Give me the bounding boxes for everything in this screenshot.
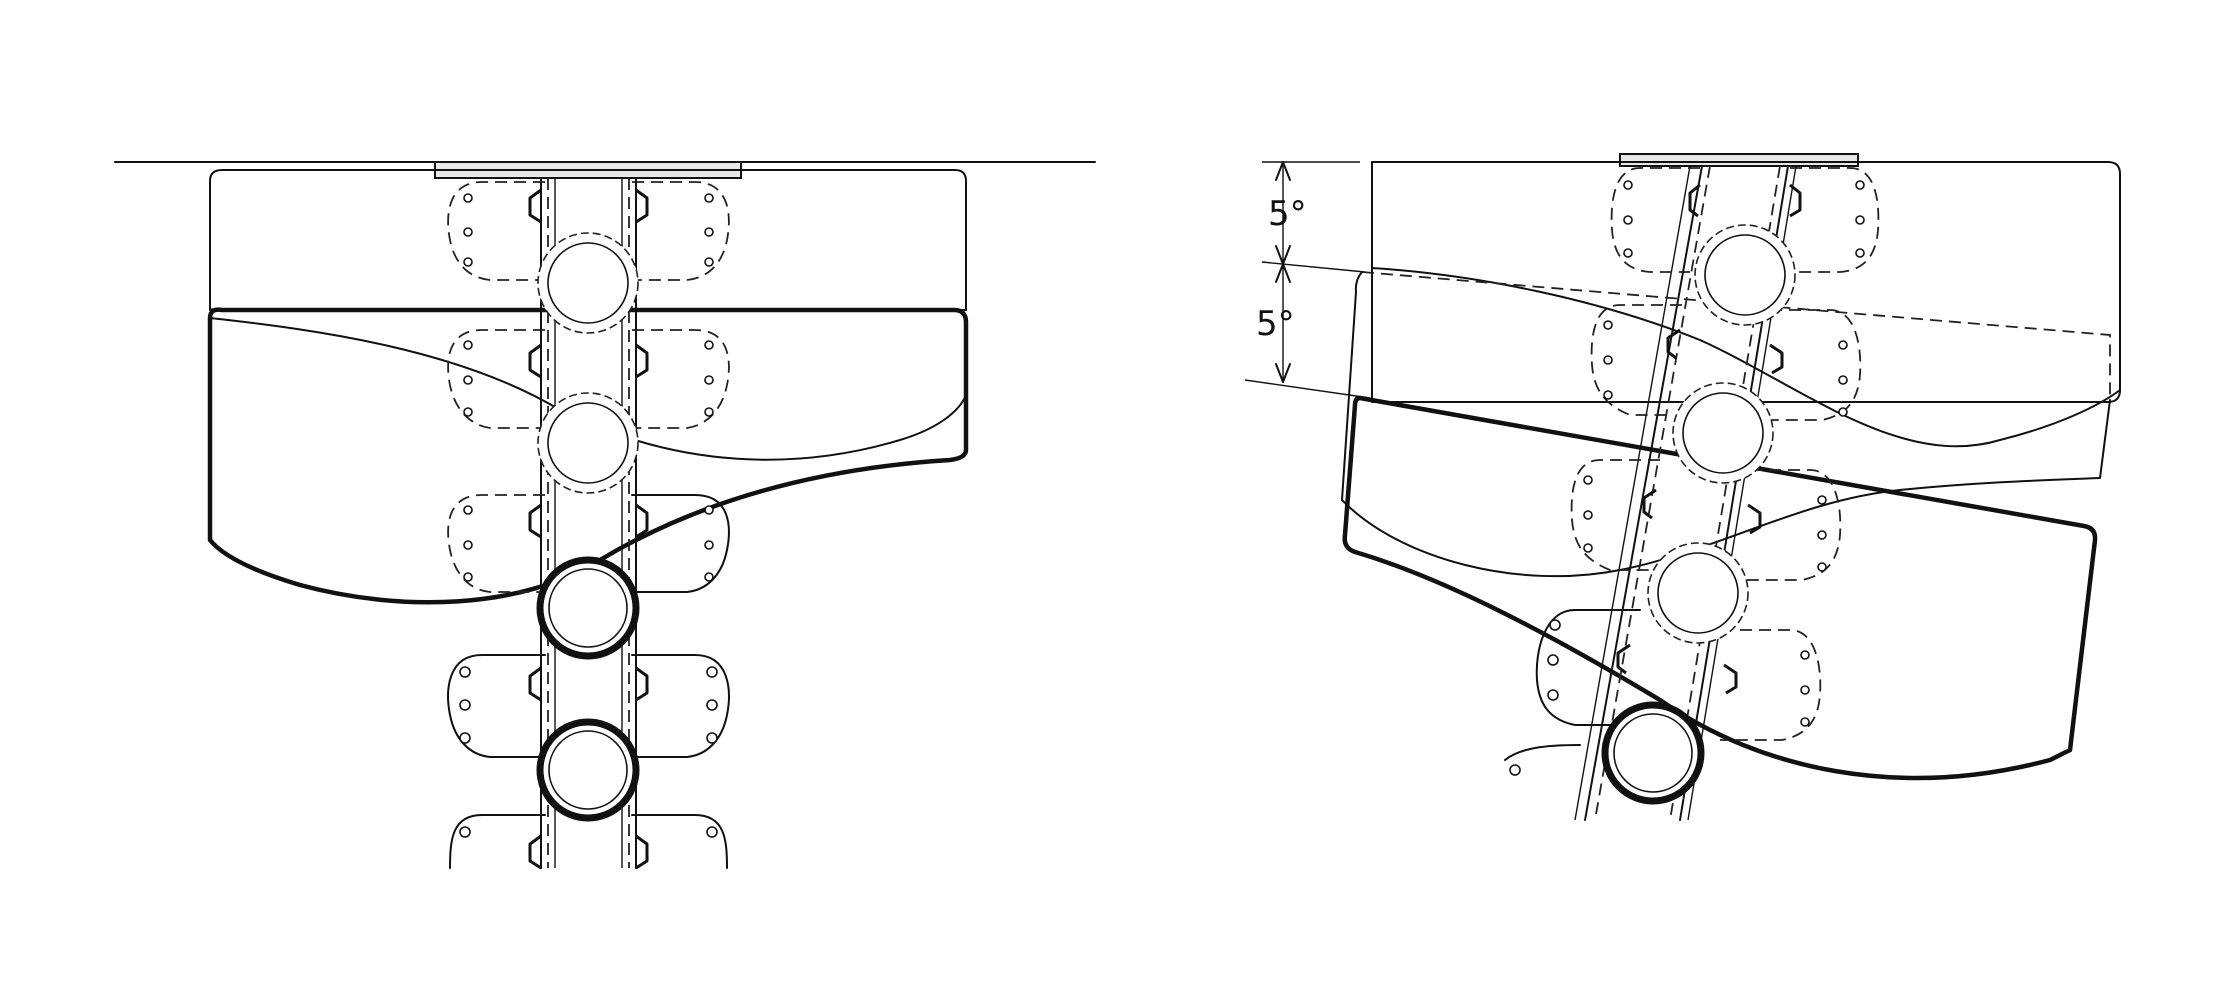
left-lobe-holes — [459, 193, 718, 838]
right-ghost-lobes — [1570, 167, 1880, 741]
left-view — [114, 161, 1096, 870]
right-ref-line-mid — [1261, 261, 1366, 273]
right-middle-tray — [1361, 271, 2111, 400]
left-rollers — [536, 232, 640, 822]
right-view: 5° 5° — [1244, 153, 2121, 821]
left-upper-tray — [209, 169, 967, 311]
left-brackets — [528, 188, 649, 870]
right-solid-lobe — [1535, 609, 1641, 726]
angle-label-lower: 5° — [1256, 304, 1295, 344]
right-brackets — [1616, 183, 1802, 695]
angle-dimension — [1275, 161, 1291, 383]
right-lobe-holes — [1509, 180, 1865, 776]
right-mount-plate — [1619, 153, 1859, 167]
right-upper-tray-curve — [1371, 267, 2121, 448]
right-loose-lead — [1504, 744, 1581, 761]
right-rollers — [1601, 224, 1796, 805]
right-upper-tray — [1371, 161, 2121, 403]
angle-label-upper: 5° — [1268, 194, 1307, 234]
left-lower-tray — [207, 307, 969, 605]
right-lower-tray — [1342, 395, 2098, 781]
left-ghost-lobes — [447, 181, 730, 593]
right-ref-line-low — [1244, 379, 1371, 399]
left-tray-curve — [209, 317, 967, 461]
left-solid-lobes — [447, 654, 730, 869]
